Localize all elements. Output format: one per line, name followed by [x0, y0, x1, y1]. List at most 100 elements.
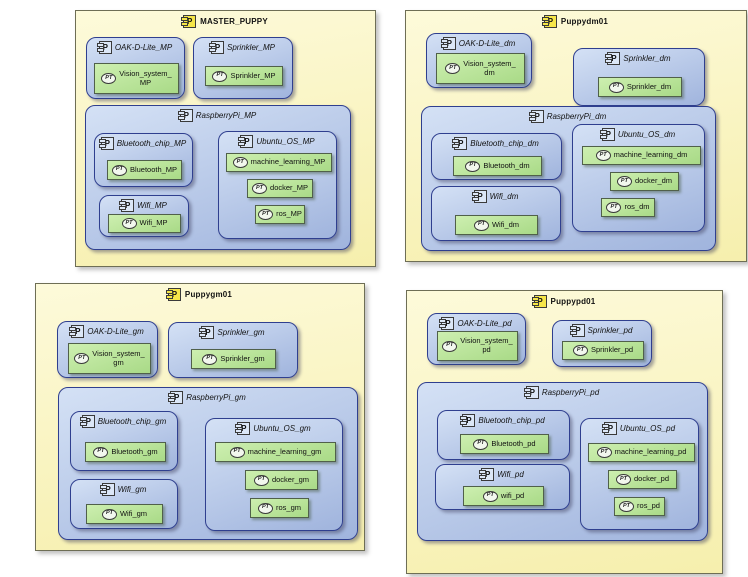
component-bluetooth: PT Bluetooth_gm [85, 442, 166, 462]
node-header: P Ubuntu_OS_pd [581, 419, 698, 435]
pt-letter: PT [105, 510, 113, 517]
node-ubuntu-os: P Ubuntu_OS_dm PT machine_learning_dm PT… [572, 124, 705, 232]
p-letter: P [105, 484, 111, 494]
component-label: Bluetooth_gm [111, 446, 158, 456]
pt-letter: PT [620, 177, 628, 184]
node-label: OAK-D-Lite_dm [458, 39, 516, 48]
node-icon: P [235, 422, 251, 435]
component-label: machine_learning_gm [247, 446, 322, 456]
p-letter: P [75, 326, 81, 336]
property-icon: PT [442, 340, 458, 352]
p-letter: P [605, 129, 611, 139]
node-header: P Bluetooth_chip_gm [71, 412, 177, 428]
p-letter: P [534, 111, 540, 121]
node-header: P Ubuntu_OS_MP [219, 132, 336, 148]
p-letter: P [529, 387, 535, 397]
node-icon: P [119, 199, 135, 212]
node-icon: P [69, 325, 85, 338]
component-label: Wifi_MP [139, 218, 168, 228]
property-icon: PT [606, 202, 622, 213]
node-label: RaspberryPi_MP [195, 111, 257, 120]
node-header: P OAK-D-Lite_gm [58, 322, 157, 338]
node-label: Wifi_MP [137, 201, 167, 210]
component-vision-system: PT Vision_system_ dm [436, 53, 525, 84]
component-vision-system: PT Vision_system_ gm [68, 343, 151, 374]
node-icon: P [199, 326, 215, 339]
component-label: machine_learning_dm [613, 150, 688, 160]
node-icon: P [440, 37, 456, 50]
component-docker: PT docker_gm [245, 470, 318, 490]
node-label: RaspberryPi_pd [541, 388, 600, 397]
component-docker: PT docker_dm [610, 172, 679, 191]
pt-letter: PT [105, 74, 113, 81]
component-machine-learning: PT machine_learning_gm [215, 442, 336, 462]
component-label: Sprinkler_pd [590, 345, 634, 355]
p-letter: P [85, 416, 91, 426]
component-docker: PT docker_pd [608, 470, 677, 489]
node-icon: P [96, 41, 112, 54]
property-icon: PT [253, 474, 269, 486]
component-docker: PT docker_MP [247, 179, 313, 198]
p-letter: P [575, 325, 581, 335]
component-sprinkler: PT Sprinkler_gm [191, 349, 276, 369]
node-ubuntu-os: P Ubuntu_OS_gm PT machine_learning_gm PT… [205, 418, 343, 531]
node-header: P Sprinkler_dm [574, 49, 704, 65]
component-label: machine_learning_pd [614, 447, 687, 457]
p-letter: P [205, 327, 211, 337]
property-icon: PT [619, 501, 635, 512]
frame-title: Puppydm01 [560, 17, 609, 26]
component-label: Vision_system_ gm [92, 348, 145, 367]
node-label: Ubuntu_OS_dm [617, 130, 676, 139]
pt-letter: PT [599, 151, 607, 158]
component-machine-learning: PT machine_learning_MP [226, 153, 332, 172]
pt-letter: PT [610, 203, 618, 210]
property-icon: PT [74, 353, 90, 364]
p-letter: P [244, 136, 250, 146]
component-wifi: PT Wifi_gm [86, 504, 163, 524]
node-header: P OAK-D-Lite_MP [87, 38, 184, 54]
node-icon: P [471, 190, 487, 203]
node-sprinkler: P Sprinkler_MP PT Sprinkler_MP [193, 37, 293, 99]
node-wifi: P Wifi_MP PT Wifi_MP [99, 195, 189, 237]
frame-puppydm01: P Puppydm01 P OAK-D-Lite_dm PT Vision_sy… [405, 10, 747, 262]
package-icon: P [181, 15, 197, 28]
component-bluetooth: PT Bluetooth_pd [460, 434, 549, 454]
node-label: Sprinkler_gm [217, 328, 265, 337]
pt-letter: PT [477, 440, 485, 447]
node-wifi: P Wifi_pd PT wifi_pd [435, 464, 570, 510]
node-icon: P [452, 137, 468, 150]
component-wifi: PT Wifi_dm [455, 215, 538, 235]
component-ros: PT ros_dm [601, 198, 655, 217]
component-wifi: PT wifi_pd [463, 486, 544, 506]
pt-letter: PT [486, 492, 494, 499]
pt-letter: PT [233, 448, 241, 455]
pt-letter: PT [612, 83, 620, 90]
pt-letter: PT [78, 354, 86, 361]
p-letter: P [174, 392, 180, 402]
node-icon: P [601, 422, 617, 435]
component-ros: PT ros_MP [255, 205, 305, 224]
node-wifi: P Wifi_dm PT Wifi_dm [431, 186, 561, 241]
p-letter: P [466, 415, 472, 425]
node-header: P Bluetooth_chip_dm [432, 134, 561, 150]
property-icon: PT [616, 176, 632, 187]
property-icon: PT [473, 219, 489, 231]
component-label: docker_pd [633, 474, 670, 484]
frame-master-puppy: P MASTER_PUPPY P OAK-D-Lite_MP PT Vision… [75, 10, 376, 267]
p-letter: P [102, 42, 108, 52]
component-wifi: PT Wifi_MP [108, 214, 181, 233]
node-icon: P [439, 317, 455, 330]
node-oak-d-lite: P OAK-D-Lite_MP PT Vision_system_ MP [86, 37, 185, 99]
node-icon: P [177, 109, 193, 122]
node-icon: P [460, 414, 476, 427]
p-letter: P [485, 469, 491, 479]
component-label: Bluetooth_dm [483, 160, 530, 170]
node-sprinkler: P Sprinkler_dm PT Sprinkler_dm [573, 48, 705, 106]
node-icon: P [208, 41, 224, 54]
component-machine-learning: PT machine_learning_dm [582, 146, 701, 165]
node-label: Bluetooth_chip_MP [116, 139, 187, 148]
component-label: docker_dm [634, 176, 673, 186]
component-label: Wifi_gm [119, 508, 148, 518]
node-label: Sprinkler_MP [226, 43, 275, 52]
node-header: P Sprinkler_pd [553, 321, 651, 337]
